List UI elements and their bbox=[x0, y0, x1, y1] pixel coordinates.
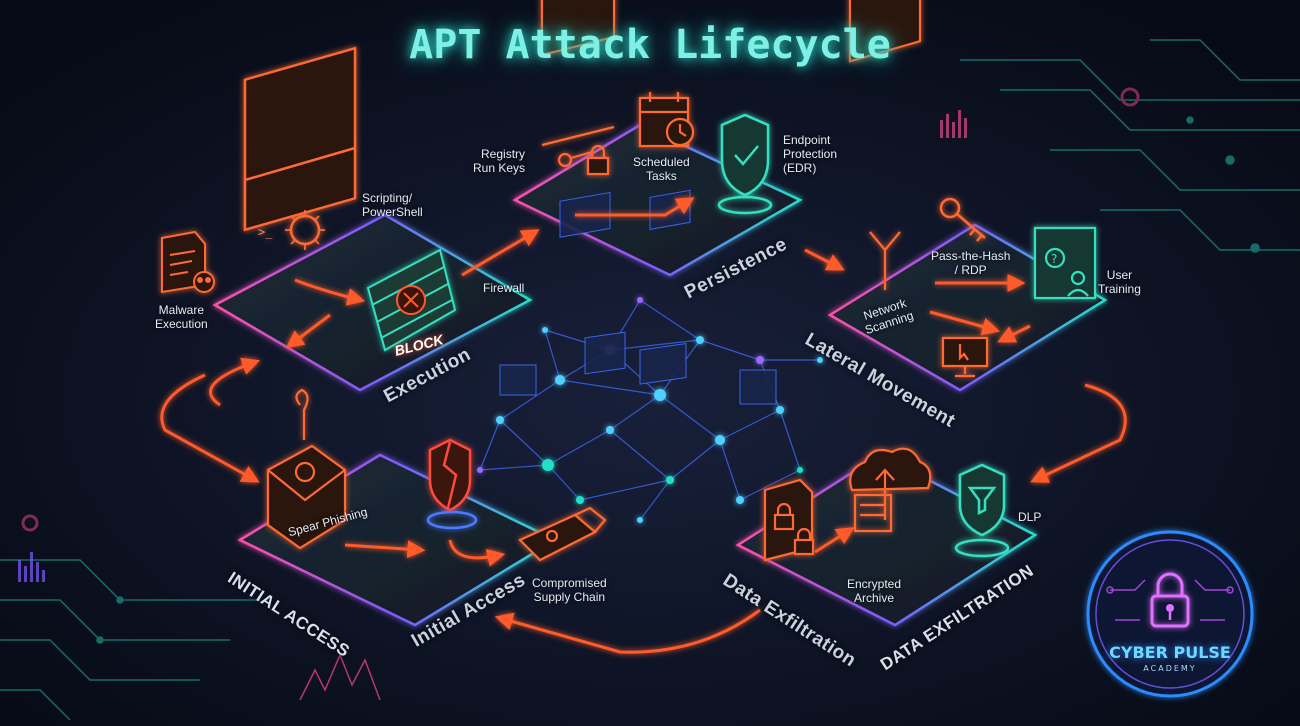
equalizer-bars-bottom-left bbox=[18, 552, 45, 582]
label-scripting-powershell: Scripting/ PowerShell bbox=[362, 191, 423, 219]
registry-key-icon bbox=[540, 0, 616, 176]
label-compromised-supply-chain: Compromised Supply Chain bbox=[532, 576, 607, 604]
label-user-training: User Training bbox=[1098, 268, 1141, 296]
equalizer-bars-top-right bbox=[940, 110, 967, 138]
label-pass-the-hash: Pass-the-Hash / RDP bbox=[931, 249, 1011, 277]
key-icon bbox=[939, 197, 986, 242]
broken-shield-icon bbox=[426, 438, 478, 530]
user-question-icon: ? bbox=[1033, 226, 1097, 300]
svg-text:>_: >_ bbox=[258, 225, 273, 239]
label-edr: Endpoint Protection (EDR) bbox=[783, 133, 838, 175]
shield-check-icon bbox=[717, 113, 773, 215]
locked-file-icon bbox=[763, 478, 815, 562]
circuit-traces-top-right bbox=[960, 39, 1300, 253]
diagram-title: APT Attack Lifecycle bbox=[409, 22, 891, 68]
label-malware-execution: Malware Execution bbox=[155, 303, 208, 331]
usb-skull-icon bbox=[518, 506, 607, 562]
attack-flow-arrows bbox=[160, 197, 1127, 654]
svg-text:?: ? bbox=[1051, 252, 1057, 266]
label-firewall: Firewall bbox=[483, 281, 525, 295]
cyber-pulse-logo bbox=[1086, 530, 1254, 698]
shield-funnel-icon bbox=[954, 463, 1010, 558]
circuit-traces-bottom-left bbox=[0, 514, 260, 721]
monitor-icon bbox=[941, 336, 989, 378]
bottom-chart-decoration bbox=[299, 653, 381, 701]
cloud-upload-icon bbox=[849, 447, 932, 533]
central-network-graph bbox=[477, 189, 823, 523]
calendar-clock-icon bbox=[638, 92, 695, 148]
label-dlp: DLP bbox=[1018, 510, 1042, 524]
logo-subtitle: ACADEMY bbox=[1143, 664, 1197, 673]
crossroads-icon bbox=[848, 0, 922, 290]
label-encrypted-archive: Encrypted Archive bbox=[847, 577, 902, 605]
logo-name: CYBER PULSE bbox=[1109, 643, 1231, 662]
label-registry-run-keys: Registry Run Keys bbox=[473, 147, 526, 175]
terminal-virus-icon: >_ bbox=[243, 46, 357, 250]
envelope-virus-icon bbox=[266, 388, 347, 550]
malware-file-icon bbox=[161, 230, 215, 294]
firewall-icon bbox=[366, 248, 457, 352]
label-scheduled-tasks: Scheduled Tasks bbox=[633, 155, 690, 183]
